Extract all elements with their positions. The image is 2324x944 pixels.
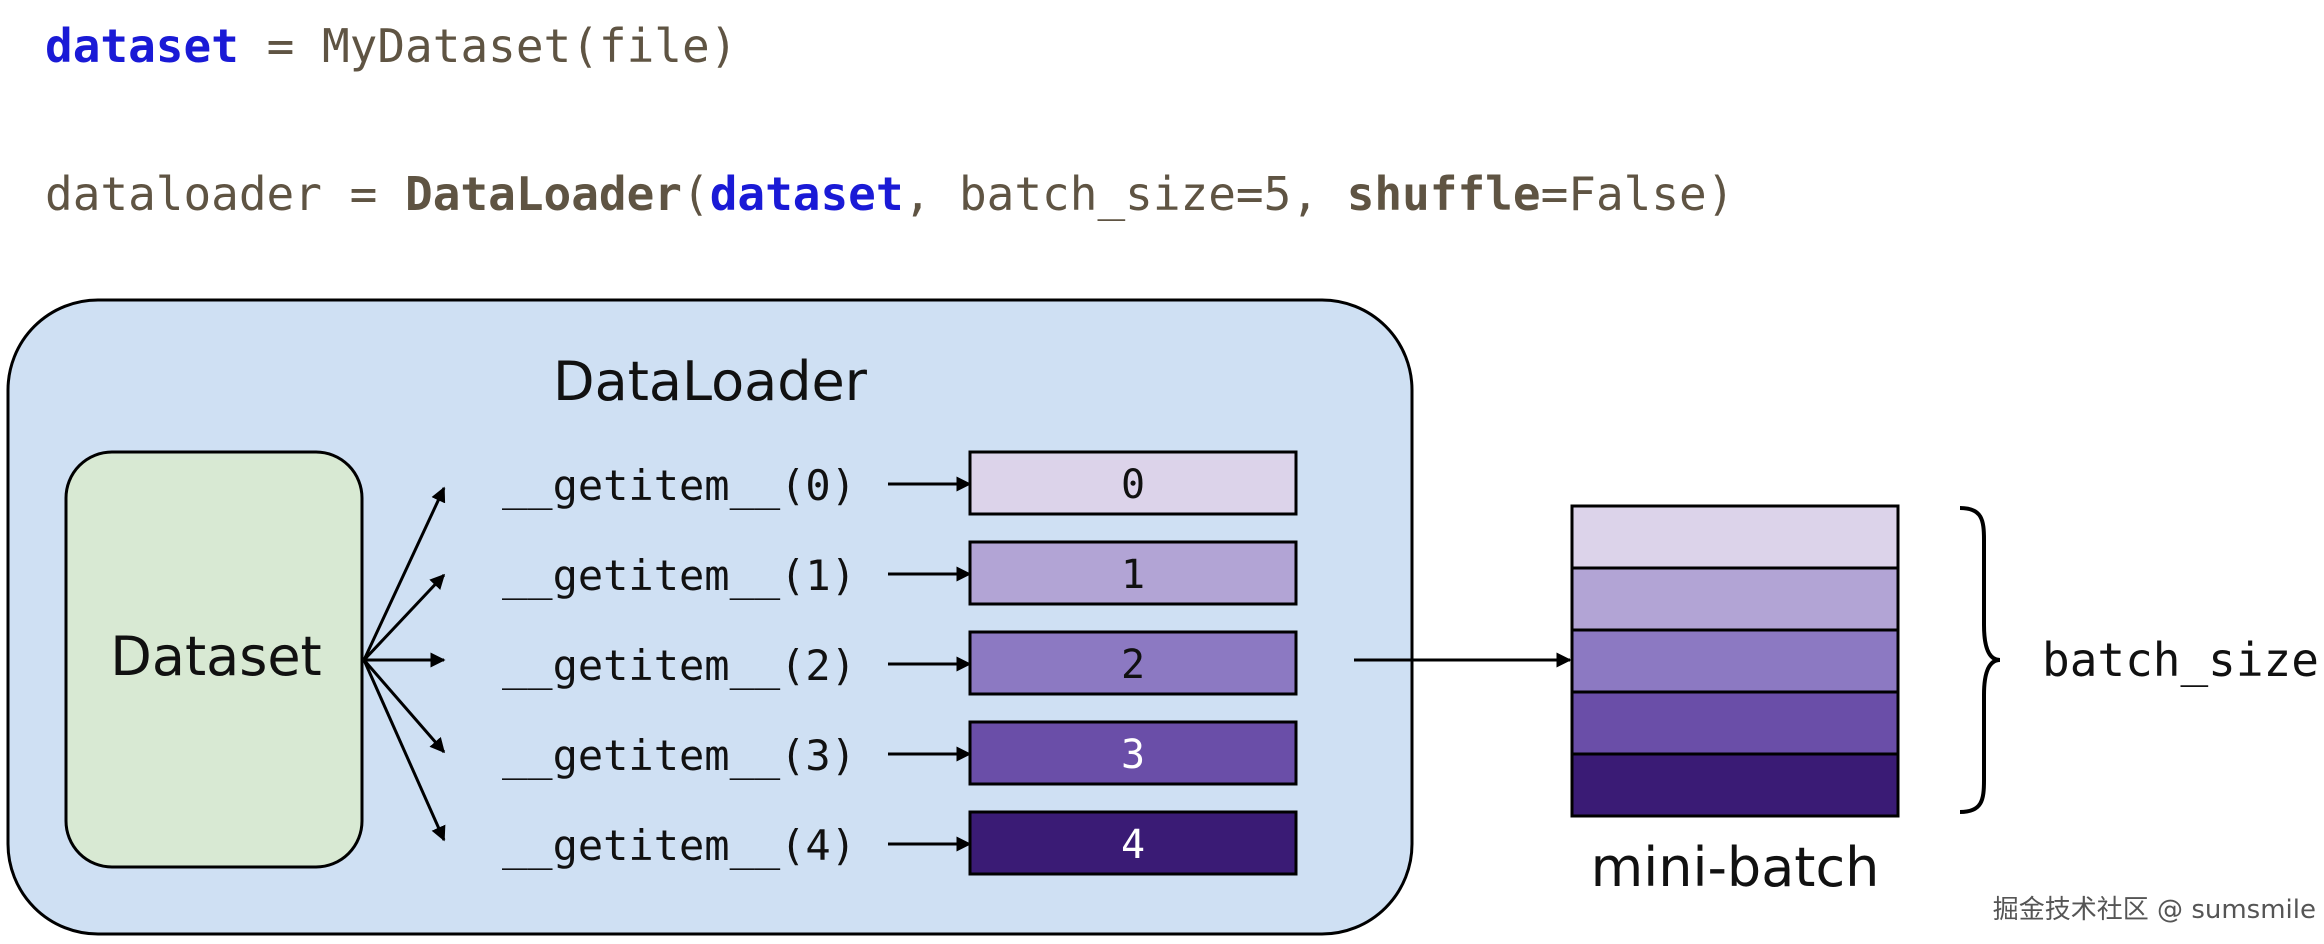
- fanout-arrow-1: [362, 573, 446, 662]
- fanout-arrows: [362, 486, 446, 842]
- batch-size-brace: [1959, 506, 2001, 814]
- item-box-1: [968, 540, 1298, 606]
- fanout-arrow-3: [362, 659, 446, 754]
- item-boxes: [968, 450, 1298, 876]
- code-dataloader-fn: DataLoader: [405, 167, 682, 221]
- dataset-label: Dataset: [110, 625, 321, 688]
- item-box-2: [968, 630, 1298, 696]
- code-dataloader-var: dataloader: [45, 167, 322, 221]
- getitem-call-3: __getitem__(3): [502, 731, 856, 780]
- item-label-2: 2: [1121, 642, 1145, 688]
- minibatch-row-1: [1570, 566, 1900, 632]
- item-arrows: [888, 476, 972, 852]
- code-assign-op-2: =: [322, 167, 405, 221]
- getitem-call-2: __getitem__(2): [502, 641, 856, 690]
- code-mydataset-call: MyDataset(file): [322, 19, 737, 73]
- item-box-4: [968, 810, 1298, 876]
- item-label-1: 1: [1121, 552, 1145, 598]
- item-labels: 0 1 2 3 4: [1121, 462, 1145, 868]
- batch-size-label: batch_size: [2042, 633, 2319, 687]
- code-batch-size-arg: , batch_size=5,: [904, 167, 1347, 221]
- code-dataset-var: dataset: [45, 19, 239, 73]
- code-line-2: dataloader = DataLoader(dataset, batch_s…: [45, 167, 1734, 221]
- getitem-calls: __getitem__(0) __getitem__(1) __getitem_…: [502, 461, 856, 870]
- item-label-3: 3: [1121, 732, 1145, 778]
- code-open-paren: (: [682, 167, 710, 221]
- item-box-0: [968, 450, 1298, 516]
- dataloader-container-label: DataLoader: [553, 350, 868, 413]
- minibatch-row-3: [1570, 690, 1900, 756]
- item-box-3: [968, 720, 1298, 786]
- item-label-0: 0: [1121, 462, 1145, 508]
- code-shuffle-val: =False): [1541, 167, 1735, 221]
- code-dataset-arg: dataset: [710, 167, 904, 221]
- minibatch-row-4: [1570, 752, 1900, 818]
- getitem-call-4: __getitem__(4): [502, 821, 856, 870]
- fanout-arrow-0: [362, 486, 446, 661]
- minibatch-stack: [1570, 504, 1900, 818]
- fanout-arrow-4: [362, 659, 446, 842]
- minibatch-row-2: [1570, 628, 1900, 694]
- getitem-call-0: __getitem__(0): [502, 461, 856, 510]
- watermark-text: 掘金技术社区 @ sumsmile: [1993, 895, 2316, 925]
- code-shuffle-kw: shuffle: [1347, 167, 1541, 221]
- code-line-1: dataset = MyDataset(file): [45, 19, 737, 73]
- code-assign-op: =: [239, 19, 322, 73]
- getitem-call-1: __getitem__(1): [502, 551, 856, 600]
- item-label-4: 4: [1121, 822, 1145, 868]
- minibatch-label: mini-batch: [1591, 836, 1880, 899]
- dataset-box: [64, 450, 364, 869]
- minibatch-row-0: [1570, 504, 1900, 570]
